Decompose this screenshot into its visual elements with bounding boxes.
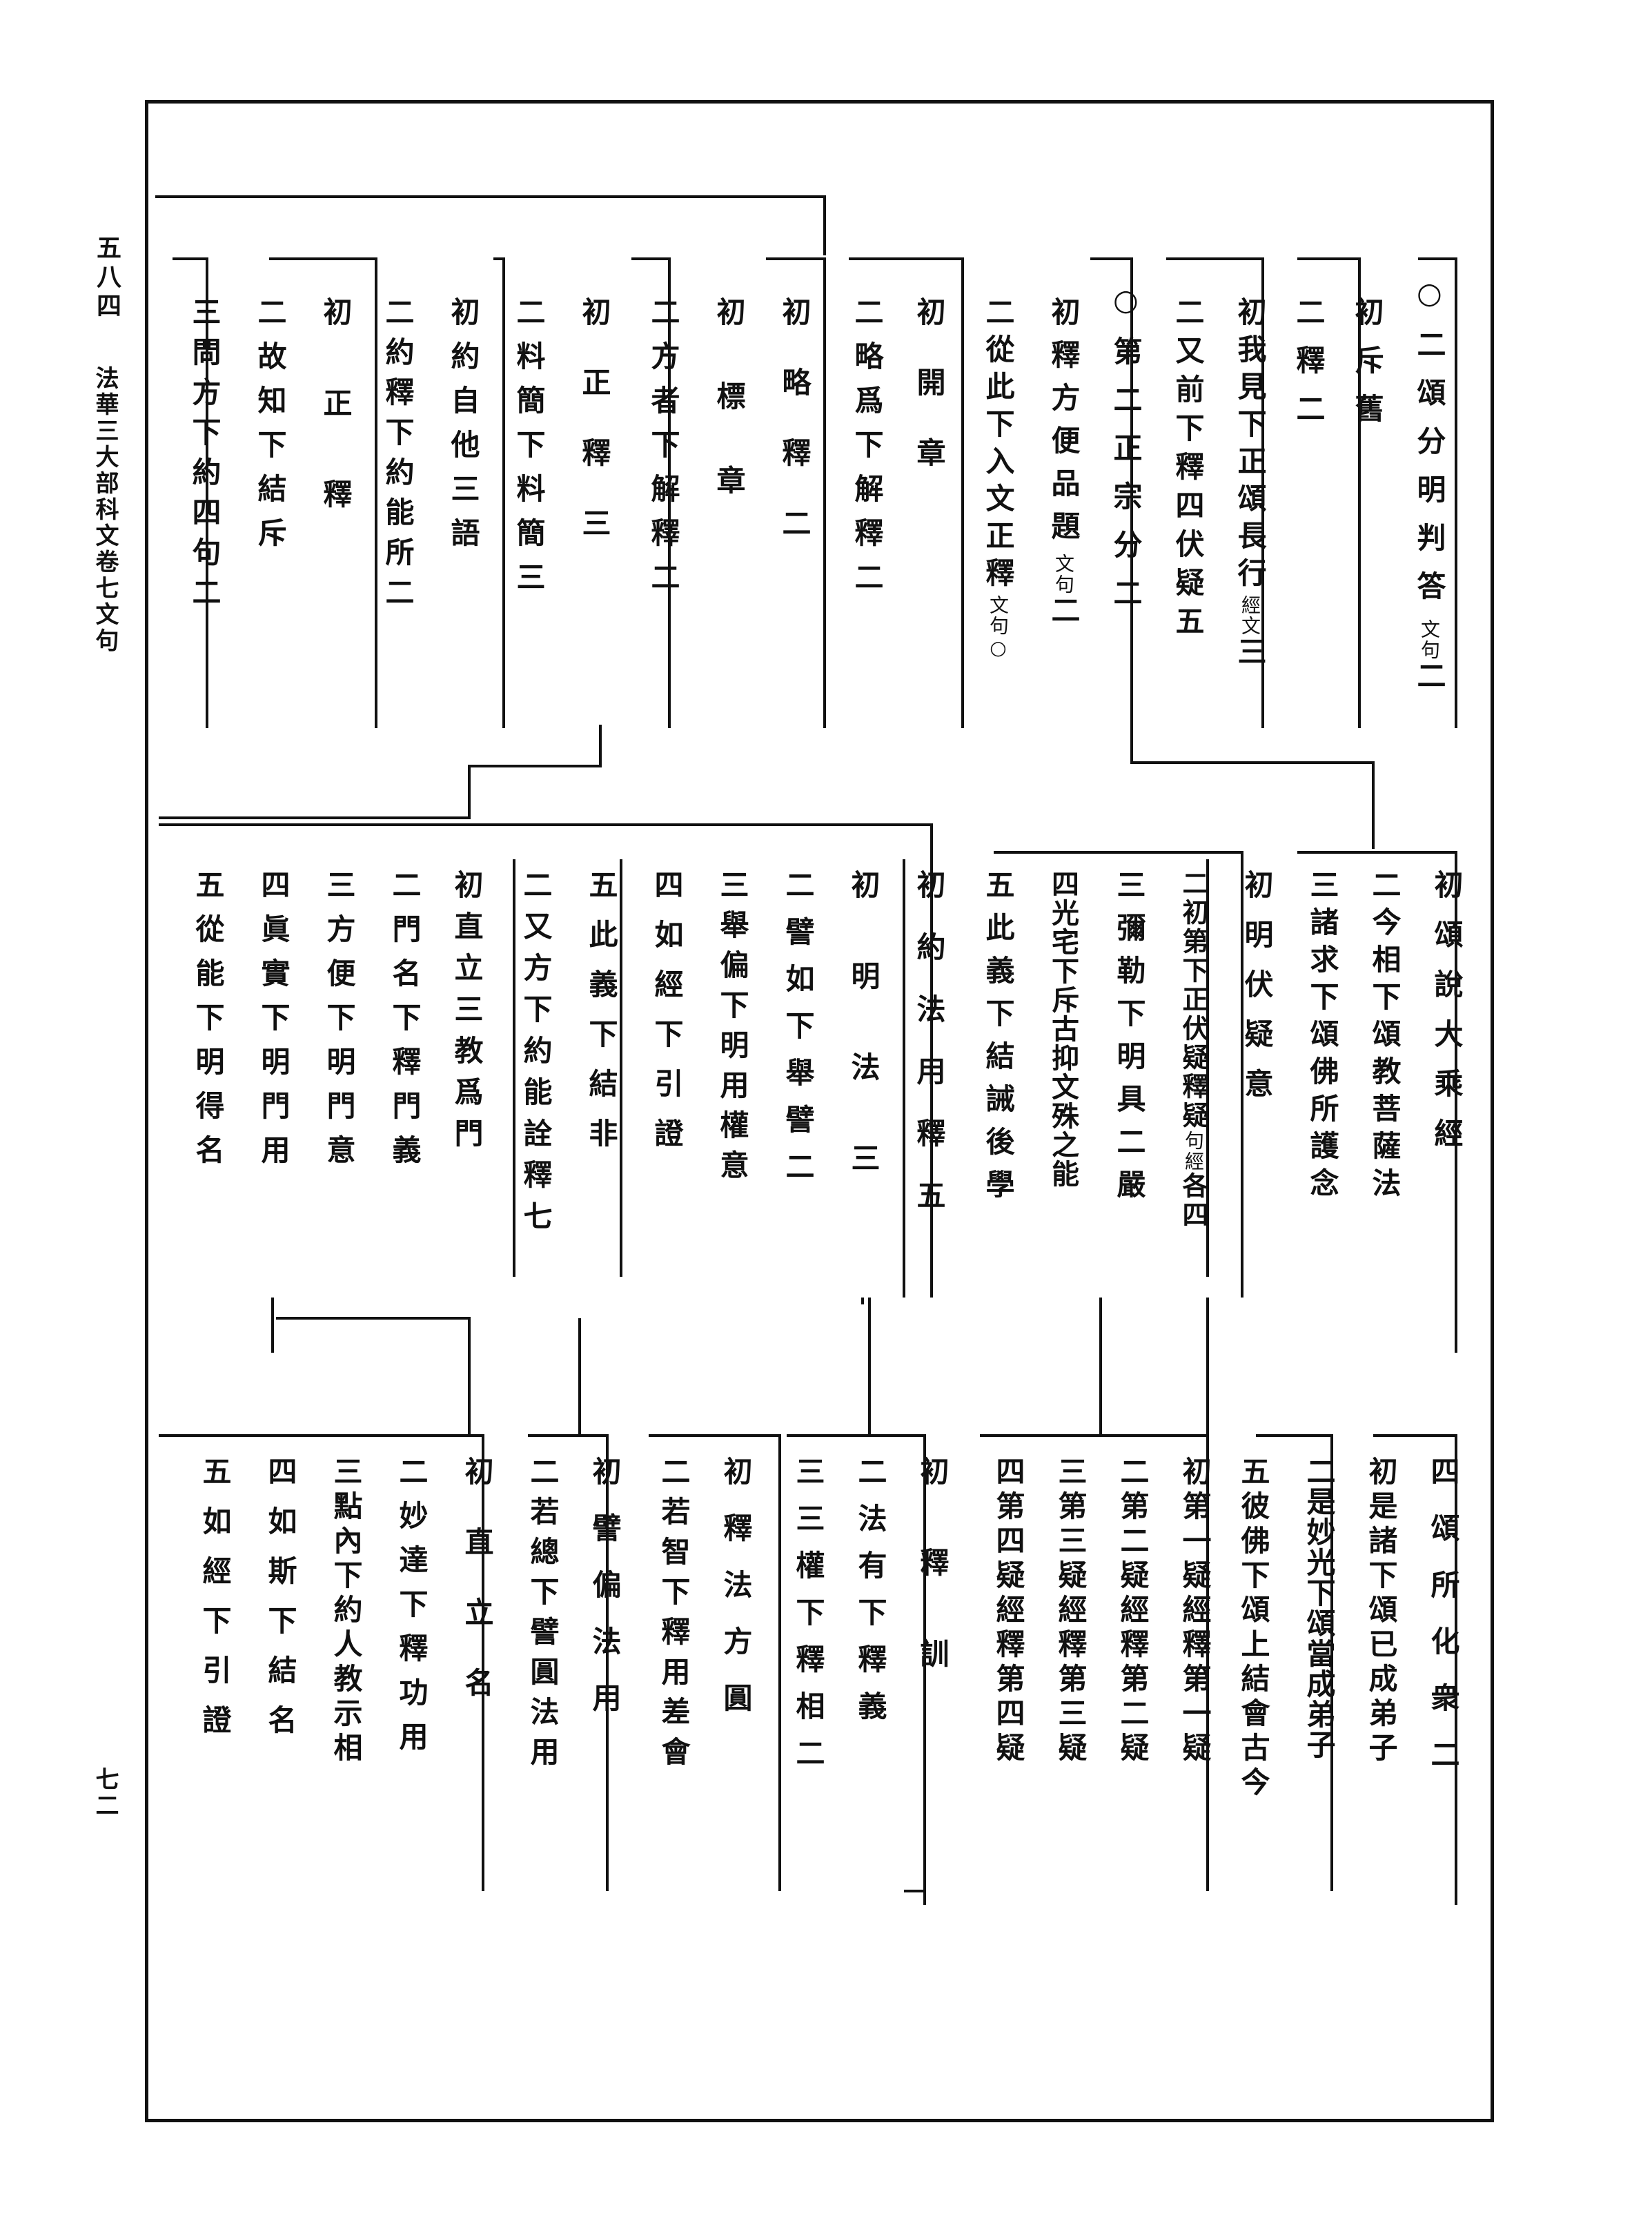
entry-t1-20: 三問方下約四句二 bbox=[188, 297, 222, 617]
entry-t2-5: 二初第下正伏疑釋疑句經各四 bbox=[1178, 870, 1209, 1230]
entry-t3-14: 初譬偏法用 bbox=[588, 1456, 622, 1739]
entry-t1-1: ○二頌分明判答文句二 bbox=[1413, 276, 1446, 709]
entry-t2-12: 三舉偏下明用權意 bbox=[716, 870, 749, 1190]
entry-t2-11: 二譬如下舉譬二 bbox=[781, 870, 815, 1198]
entry-t2-3: 三諸求下頌佛所護念 bbox=[1306, 870, 1339, 1205]
page-border bbox=[145, 100, 1494, 2122]
entry-t1-4: 初我見下正頌長行經文三 bbox=[1233, 297, 1267, 674]
entry-t2-6: 三彌勒下明具二嚴 bbox=[1112, 870, 1146, 1212]
entry-t2-13: 四如經下引證 bbox=[650, 870, 684, 1168]
page-number: 五八四 bbox=[92, 235, 121, 322]
entry-t1-5: 二又前下釋四伏疑五 bbox=[1171, 297, 1205, 645]
entry-t3-15: 二若總下譬圓法用 bbox=[526, 1456, 560, 1776]
entry-t1-7: 初釋方便品題文句二 bbox=[1047, 297, 1081, 638]
entry-t1-13: 二方者下解釋二 bbox=[647, 297, 680, 606]
entry-t3-17: 二妙達下釋功用 bbox=[395, 1456, 429, 1765]
entry-t3-1: 四頌所化衆二 bbox=[1426, 1456, 1460, 1796]
entry-t1-15: 二料簡下料簡三 bbox=[512, 297, 546, 606]
entry-t3-3: 二是妙光下頌當成弟子 bbox=[1302, 1456, 1336, 1760]
entry-t3-18: 三點內下約人教示相 bbox=[329, 1456, 363, 1767]
entry-t1-10: 二略爲下解釋二 bbox=[850, 297, 884, 606]
entry-t1-9: 初開章 bbox=[912, 297, 946, 508]
entry-t3-11: 三三權下釋相二 bbox=[791, 1456, 825, 1785]
entry-t1-19: 二故知下結斥 bbox=[253, 297, 287, 562]
entry-t1-11: 初略釋二 bbox=[778, 297, 812, 578]
entry-t3-13: 二若智下釋用差會 bbox=[657, 1456, 691, 1776]
entry-t1-12: 初標章 bbox=[712, 297, 746, 549]
entry-t1-17: 二約釋下約能所二 bbox=[381, 297, 415, 617]
entry-t2-4: 初明伏疑意 bbox=[1240, 870, 1274, 1118]
entry-t3-19: 四如斯下結名 bbox=[264, 1456, 297, 1754]
entry-t1-6: ○第二正宗分二 bbox=[1109, 283, 1143, 626]
entry-t1-18: 初正釋 bbox=[319, 297, 353, 570]
entry-t3-2: 初是諸下頌已成弟子 bbox=[1364, 1456, 1398, 1767]
entry-t3-8: 四第四疑經釋第四疑 bbox=[992, 1456, 1025, 1767]
entry-t2-18: 三方便下明門意 bbox=[322, 870, 356, 1179]
entry-t2-16: 初直立三教爲門 bbox=[450, 870, 484, 1159]
entry-t3-5: 初第一疑經釋第一疑 bbox=[1178, 1456, 1212, 1767]
book-title: 法華三大部科文卷七文句 bbox=[91, 366, 119, 654]
entry-t3-4: 五彼佛下頌上結會古今 bbox=[1237, 1456, 1270, 1801]
entry-t2-17: 二門名下釋門義 bbox=[388, 870, 422, 1179]
entry-t1-8: 二從此下入文正釋文句○ bbox=[981, 297, 1015, 660]
entry-t2-19: 四眞實下明門用 bbox=[257, 870, 291, 1179]
entry-t2-7: 四光宅下斥古抑文殊之能 bbox=[1047, 870, 1079, 1188]
entry-t3-7: 三第三疑經釋第三疑 bbox=[1054, 1456, 1088, 1767]
entry-t3-6: 二第二疑經釋第二疑 bbox=[1116, 1456, 1150, 1767]
entry-t2-8: 五此義下結誡後學 bbox=[981, 870, 1015, 1212]
entry-t1-2: 初斥舊 bbox=[1350, 297, 1384, 442]
entry-t2-10: 初明法三 bbox=[847, 870, 881, 1234]
entry-t1-14: 初正釋三 bbox=[578, 297, 611, 578]
entry-t2-2: 二今相下頌教菩薩法 bbox=[1368, 870, 1402, 1205]
entry-t2-1: 初頌說大乘經 bbox=[1430, 870, 1464, 1168]
entry-t2-9: 初約法用釋五 bbox=[912, 870, 946, 1242]
entry-t3-10: 二法有下釋義 bbox=[854, 1456, 887, 1738]
entry-t1-3: 二釋二 bbox=[1292, 297, 1326, 442]
folio-number: 七二 bbox=[91, 1767, 119, 1819]
entry-t3-16: 初直立名 bbox=[460, 1456, 494, 1738]
entry-t2-20: 五從能下明得名 bbox=[191, 870, 225, 1179]
entry-t2-15: 二又方下約能詮釋七 bbox=[519, 870, 553, 1242]
entry-t3-20: 五如經下引證 bbox=[198, 1456, 232, 1754]
entry-t3-9: 初釋訓 bbox=[916, 1456, 950, 1730]
entry-t2-14: 五此義下結非 bbox=[584, 870, 618, 1168]
entry-t1-16: 初約自他三語 bbox=[446, 297, 480, 562]
entry-t3-12: 初釋法方圓 bbox=[719, 1456, 753, 1739]
